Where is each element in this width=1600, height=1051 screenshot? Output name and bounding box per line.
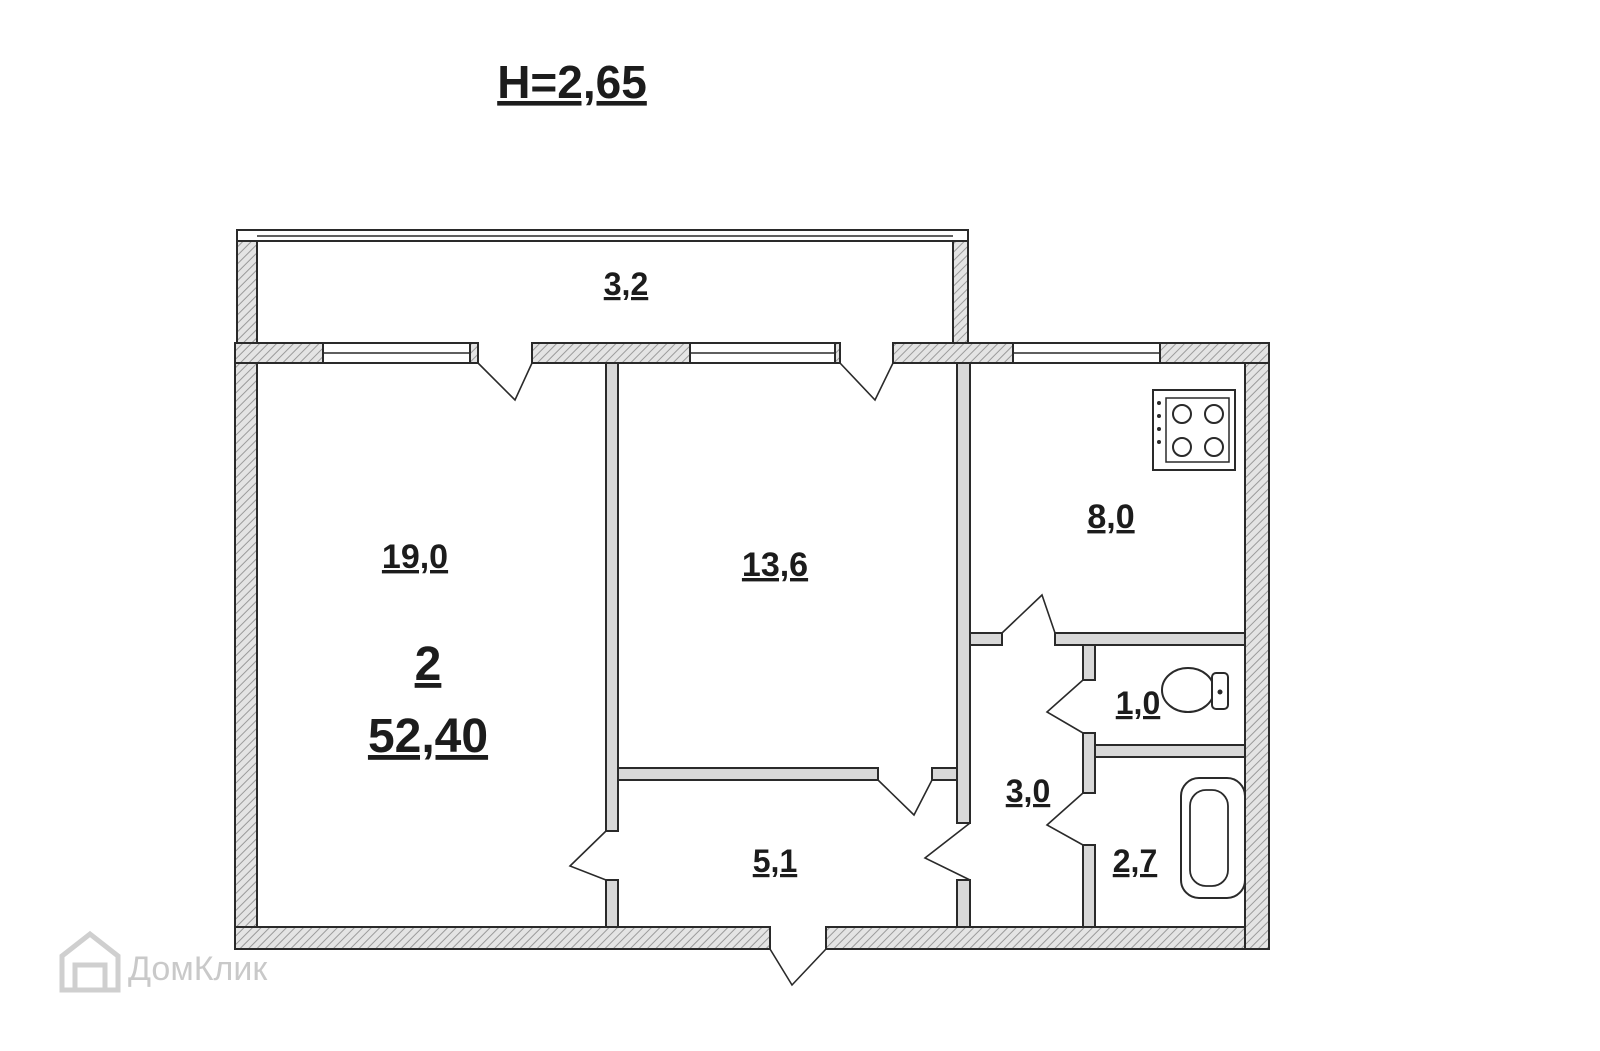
stove-icon: [1152, 389, 1236, 471]
windows: [322, 342, 1161, 364]
watermark: ДомКлик: [59, 930, 268, 993]
corridor-area: 5,1: [753, 843, 797, 879]
doors: [477, 362, 1084, 987]
bathroom-area: 2,7: [1113, 843, 1157, 879]
bathtub-icon: [1180, 777, 1246, 899]
kitchen-area: 8,0: [1087, 498, 1134, 536]
total-area: 52,40: [368, 710, 488, 763]
house-logo-icon: [59, 930, 121, 993]
ceiling-height-label: H=2,65: [497, 56, 647, 108]
interior-walls: [605, 362, 1246, 928]
room-count: 2: [415, 638, 442, 691]
bedroom-area: 13,6: [742, 546, 808, 584]
toilet-icon: [1161, 667, 1229, 713]
balcony-area: 3,2: [604, 266, 648, 302]
living-room-area: 19,0: [382, 538, 448, 576]
toilet-area: 1,0: [1116, 685, 1160, 721]
watermark-text: ДомКлик: [128, 950, 268, 988]
balcony: [236, 229, 969, 344]
hall-area: 3,0: [1006, 773, 1050, 809]
